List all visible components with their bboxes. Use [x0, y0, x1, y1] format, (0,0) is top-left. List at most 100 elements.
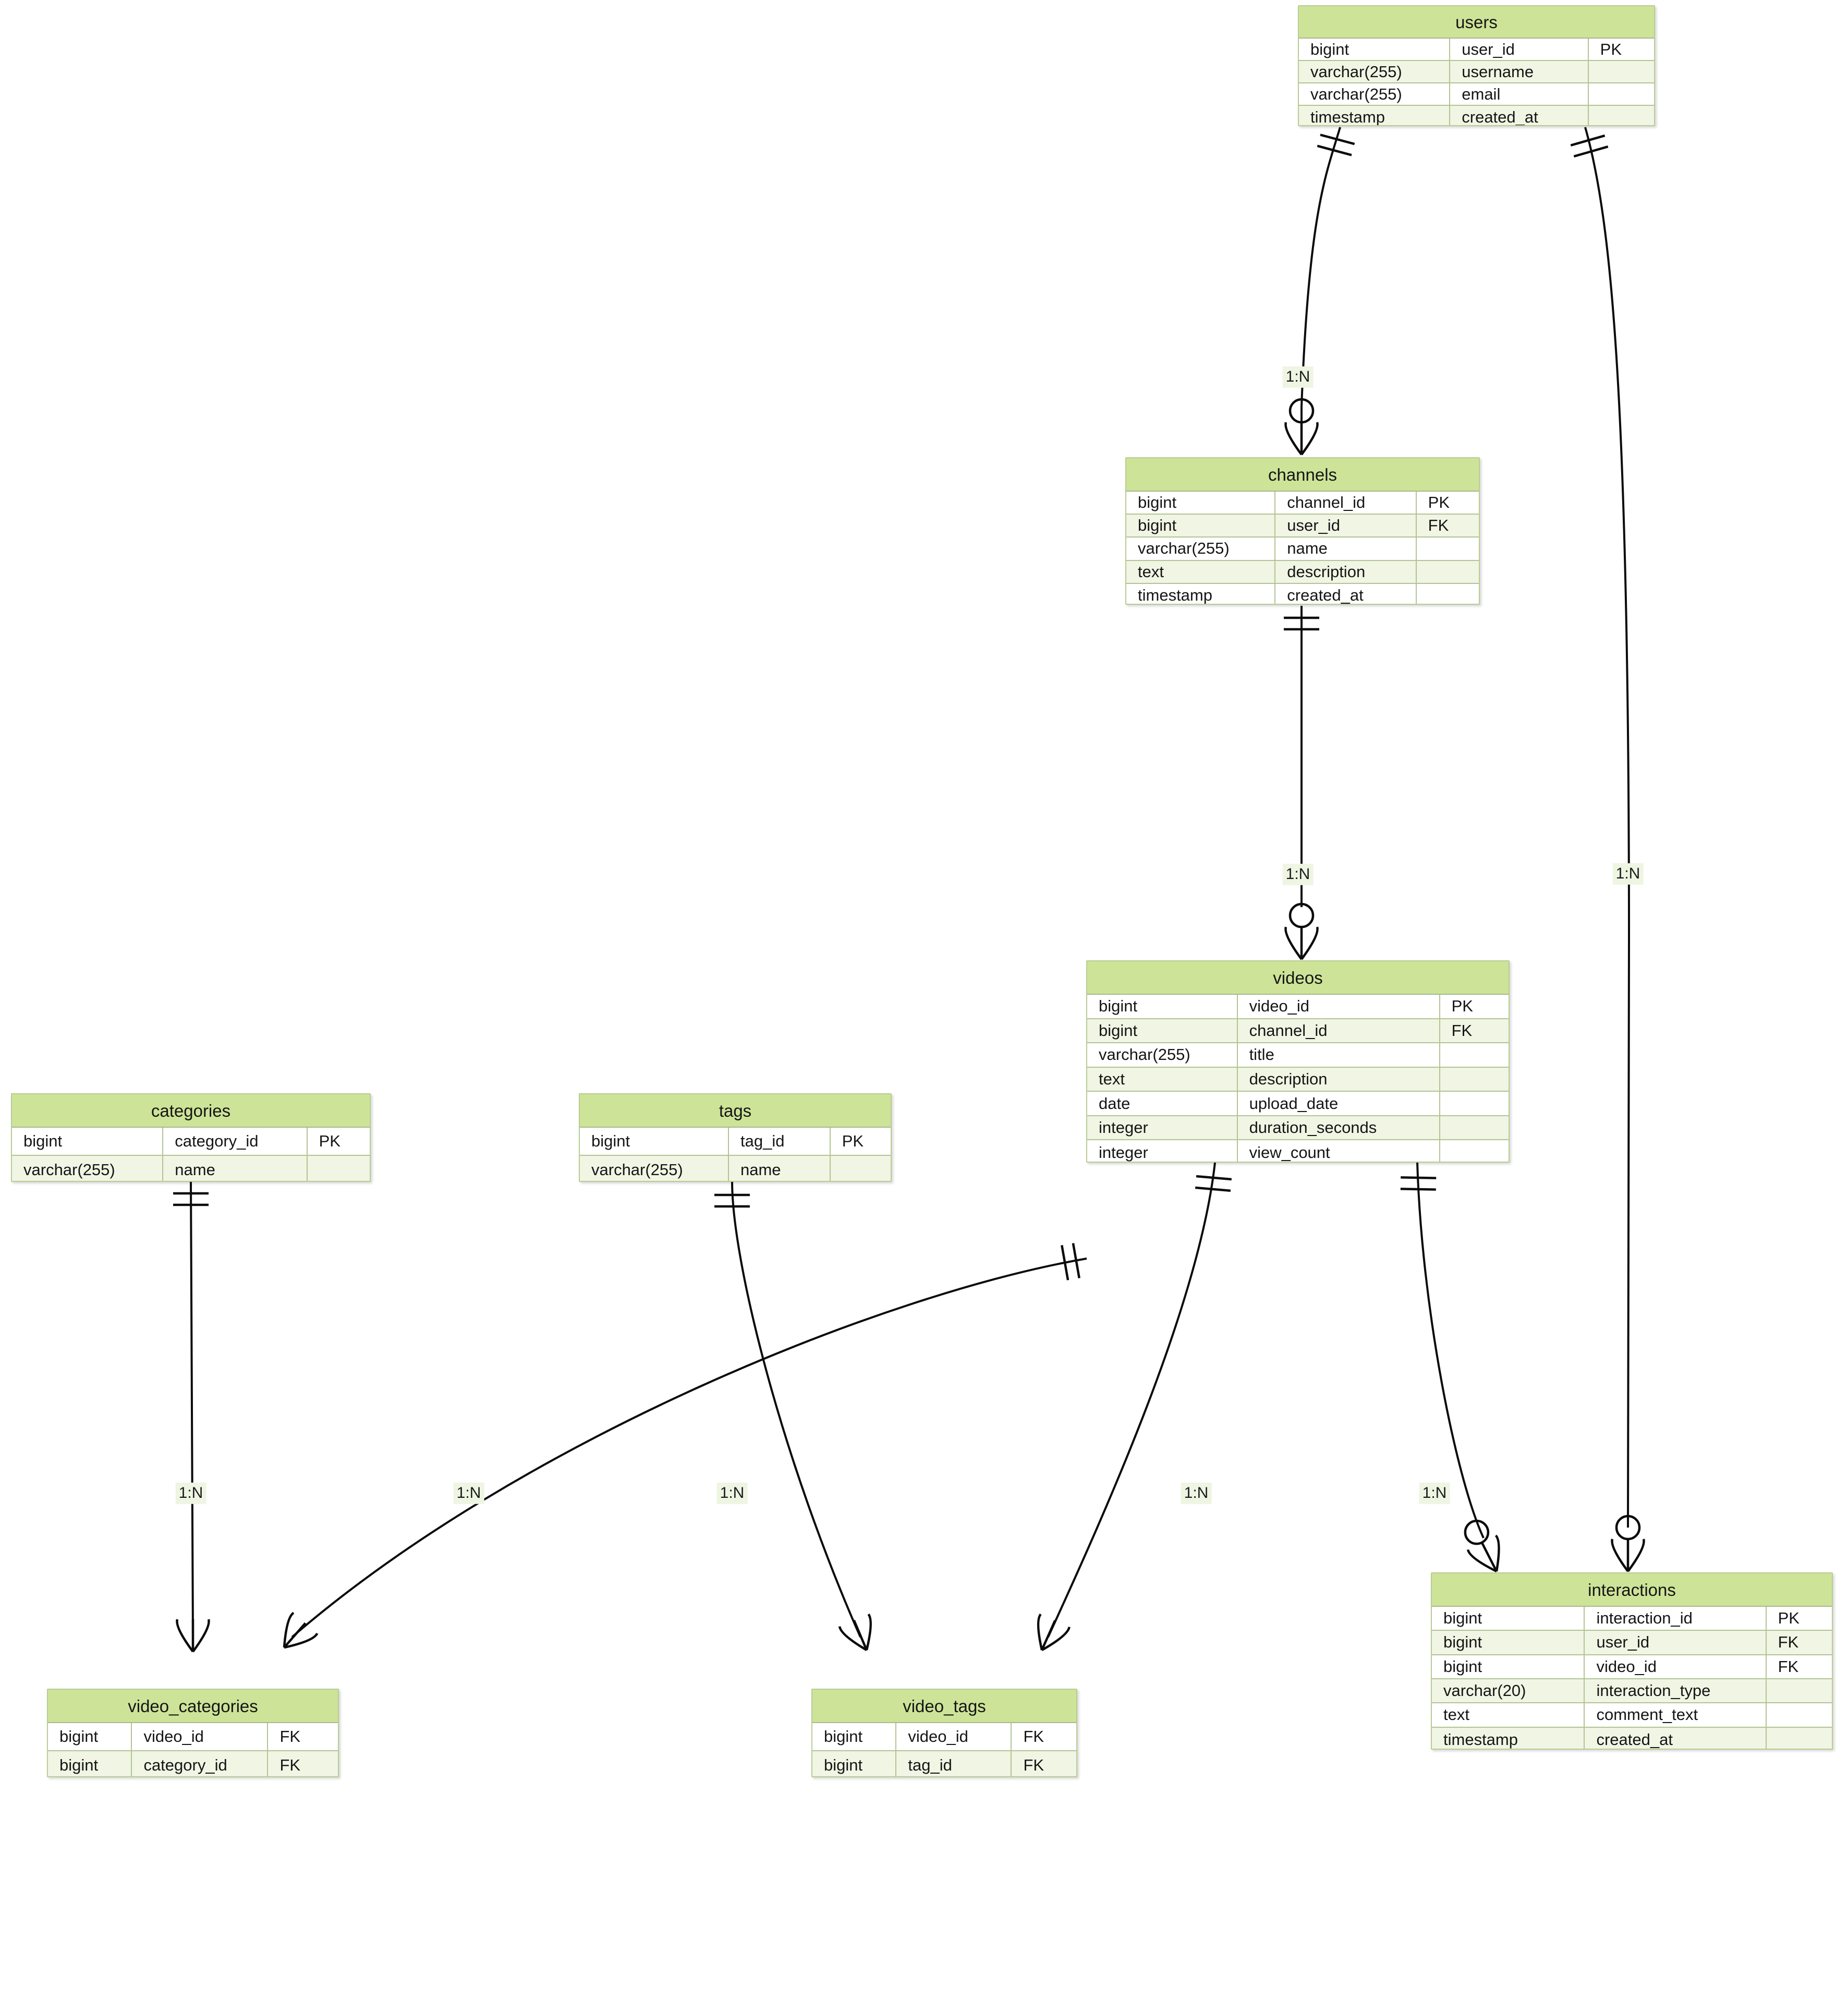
attribute-key: FK — [279, 1756, 301, 1774]
entity-title-video_tags: video_tags — [812, 1690, 1076, 1723]
attribute-key — [1440, 1092, 1509, 1115]
attribute-type: bigint — [1299, 39, 1451, 60]
attribute-name: created_at — [1275, 583, 1417, 604]
attribute-name: category_id — [163, 1128, 308, 1155]
cardinality-label-videos-video_categories: 1:N — [453, 1482, 484, 1504]
attribute-type: varchar(20) — [1432, 1679, 1585, 1703]
attribute-type: text — [1087, 1067, 1238, 1091]
attribute-row: varchar(255)name — [1126, 538, 1479, 561]
attribute-name: video_id — [1585, 1655, 1767, 1678]
attribute-type: integer — [1087, 1140, 1238, 1162]
cardinality-label-tags-video_tags: 1:N — [716, 1482, 748, 1504]
attribute-key: FK — [1023, 1727, 1044, 1745]
attribute-name: description — [1238, 1067, 1440, 1091]
entity-title-channels: channels — [1126, 458, 1479, 492]
attribute-name: title — [1238, 1043, 1440, 1067]
videos-vc-many-foot-mid — [283, 1622, 307, 1649]
attribute-type: bigint — [1432, 1631, 1585, 1654]
users-interactions-many-foot-left — [1627, 1539, 1645, 1572]
conn-videos-interactions — [1416, 1162, 1485, 1539]
attribute-key — [831, 1156, 891, 1181]
attribute-name: comment_text — [1585, 1703, 1767, 1727]
videos-vt-many-foot-left — [1041, 1626, 1071, 1651]
cardinality-label-channels-videos: 1:N — [1282, 863, 1314, 885]
users-interactions-one-tick-0 — [1570, 134, 1606, 147]
tags-vt-many-foot-mid — [853, 1620, 868, 1651]
attribute-type: timestamp — [1299, 106, 1451, 125]
attribute-type: bigint — [1432, 1607, 1585, 1630]
attribute-key — [1589, 106, 1654, 125]
attribute-type: timestamp — [1126, 583, 1276, 604]
attribute-name: tag_id — [896, 1751, 1012, 1776]
cardinality-label-users-interactions: 1:N — [1612, 863, 1644, 885]
attribute-key: PK — [1600, 40, 1622, 58]
attribute-type: integer — [1087, 1116, 1238, 1140]
attribute-key — [1440, 1068, 1509, 1091]
attribute-key: PK — [319, 1132, 341, 1150]
attribute-type: bigint — [812, 1751, 897, 1776]
attribute-row: varchar(20)interaction_type — [1432, 1679, 1832, 1704]
attribute-name: tag_id — [729, 1128, 831, 1155]
attribute-row: varchar(255)name — [12, 1156, 370, 1181]
conn-categories-video_categories — [190, 1181, 194, 1638]
entity-title-video_categories: video_categories — [48, 1690, 338, 1723]
attribute-type: bigint — [1432, 1655, 1585, 1678]
videos-int-many-foot-mid — [1480, 1542, 1498, 1572]
attribute-type: bigint — [12, 1128, 164, 1155]
attribute-type: varchar(255) — [1299, 83, 1451, 105]
attribute-type: varchar(255) — [1299, 61, 1451, 82]
videos-vc-one-tick-1 — [1061, 1245, 1069, 1280]
users-channels-one-tick-0 — [1320, 133, 1355, 145]
videos-int-one-tick-0 — [1401, 1176, 1437, 1179]
attribute-key: FK — [1451, 1021, 1473, 1040]
attribute-name: email — [1450, 83, 1589, 105]
conn-tags-video_tags — [731, 1181, 861, 1638]
attribute-key — [1589, 83, 1654, 105]
attribute-type: timestamp — [1432, 1727, 1585, 1749]
attribute-name: name — [1275, 538, 1417, 560]
attribute-row: varchar(255)title — [1087, 1043, 1509, 1068]
attribute-name: channel_id — [1238, 1019, 1440, 1043]
attribute-row: varchar(255)name — [580, 1156, 891, 1181]
attribute-name: created_at — [1450, 106, 1589, 125]
attribute-type: bigint — [1126, 515, 1276, 537]
cardinality-label-categories-video_cats: 1:N — [175, 1482, 206, 1504]
users-channels-many-zero-circle — [1288, 398, 1315, 424]
attribute-type: bigint — [48, 1751, 132, 1776]
attribute-key — [308, 1156, 370, 1181]
attribute-name: category_id — [132, 1751, 269, 1776]
cardinality-label-videos-interactions: 1:N — [1419, 1482, 1450, 1504]
attribute-name: interaction_id — [1585, 1607, 1767, 1630]
attribute-name: name — [163, 1156, 308, 1181]
tags-vt-many-foot-left — [865, 1613, 872, 1651]
attribute-key: FK — [1778, 1633, 1799, 1652]
channels-videos-many-zero-circle — [1288, 902, 1315, 929]
users-interactions-many-foot-right — [1611, 1539, 1629, 1572]
